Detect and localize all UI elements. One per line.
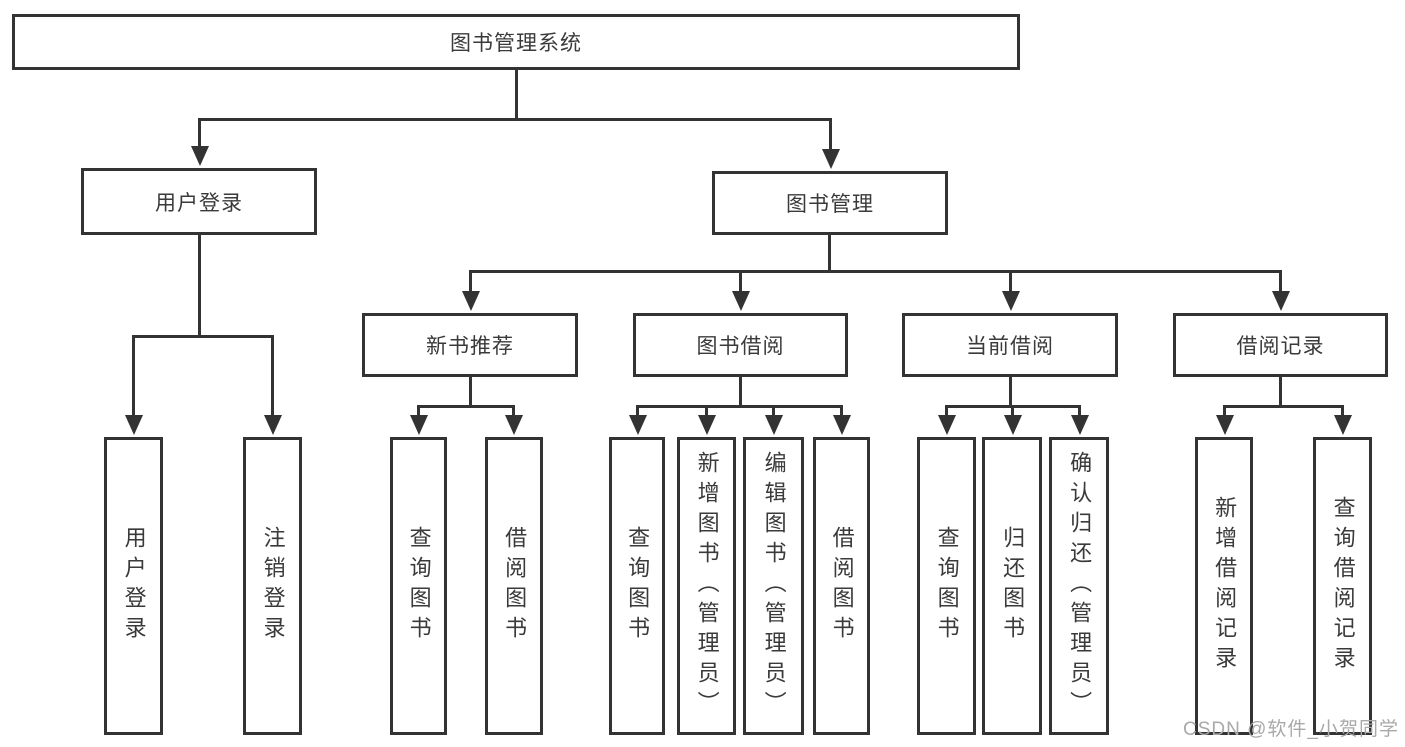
- leaf-query-books-recommend-label: 查询图书: [406, 526, 432, 646]
- arrow-down-icon: [132, 335, 135, 415]
- node-current-borrow: 当前借阅: [902, 313, 1118, 377]
- leaf-add-borrow-record: 新增借阅记录: [1195, 437, 1253, 735]
- arrow-down-icon: [1341, 405, 1344, 415]
- connector-new-book-recommend-stem: [469, 377, 472, 405]
- leaf-confirm-return-admin: 确认归还（管理员）: [1049, 437, 1109, 735]
- leaf-edit-book-admin-label: 编辑图书（管理员）: [761, 451, 787, 721]
- leaf-query-borrow-record: 查询借阅记录: [1313, 437, 1372, 735]
- node-book-borrow-label: 图书借阅: [696, 335, 785, 358]
- leaf-user-login-label: 用户登录: [121, 526, 147, 646]
- leaf-borrow-books: 借阅图书: [813, 437, 870, 735]
- connector-book-borrow-stem: [739, 377, 742, 405]
- leaf-add-book-admin-label: 新增图书（管理员）: [694, 451, 720, 721]
- arrow-down-icon: [417, 405, 420, 415]
- leaf-query-books-recommend: 查询图书: [390, 437, 447, 735]
- connector-user-login-stem: [198, 235, 201, 335]
- connector-borrow-records-stem: [1279, 377, 1282, 405]
- connector-book-management-stem: [828, 235, 831, 270]
- leaf-borrow-books-label: 借阅图书: [829, 526, 855, 646]
- node-user-login: 用户登录: [81, 168, 317, 235]
- leaf-query-books-borrow-label: 查询图书: [625, 526, 651, 646]
- leaf-logout-label: 注销登录: [260, 526, 286, 646]
- node-borrow-records-label: 借阅记录: [1236, 335, 1325, 358]
- arrow-down-icon: [739, 270, 742, 291]
- arrow-down-icon: [840, 405, 843, 415]
- leaf-return-book-label: 归还图书: [1000, 526, 1026, 646]
- arrow-down-icon: [469, 270, 472, 291]
- connector-root-stem: [515, 70, 518, 118]
- connector-user-login-bar: [132, 335, 273, 338]
- leaf-add-borrow-record-label: 新增借阅记录: [1212, 496, 1238, 676]
- connector-book-management-bar: [469, 270, 1281, 273]
- connector-current-borrow-stem: [1009, 377, 1012, 405]
- connector-borrow-records-bar: [1223, 405, 1342, 408]
- node-borrow-records: 借阅记录: [1173, 313, 1388, 377]
- node-new-book-recommend: 新书推荐: [362, 313, 578, 377]
- leaf-logout: 注销登录: [243, 437, 302, 735]
- node-root: 图书管理系统: [12, 14, 1020, 70]
- connector-root-bar: [198, 118, 832, 121]
- watermark: CSDN @软件_小贺同学: [1183, 719, 1399, 740]
- leaf-query-books-current: 查询图书: [917, 437, 976, 735]
- node-user-login-label: 用户登录: [155, 191, 243, 215]
- node-new-book-recommend-label: 新书推荐: [426, 335, 514, 358]
- connector-book-borrow-bar: [636, 405, 842, 408]
- node-root-label: 图书管理系统: [450, 32, 582, 55]
- leaf-borrow-books-recommend-label: 借阅图书: [502, 526, 528, 646]
- leaf-query-borrow-record-label: 查询借阅记录: [1330, 496, 1356, 676]
- arrow-down-icon: [772, 405, 775, 415]
- connector-new-book-recommend-bar: [417, 405, 514, 408]
- arrow-down-icon: [1223, 405, 1226, 415]
- arrow-down-icon: [1279, 270, 1282, 291]
- node-book-management-label: 图书管理: [786, 193, 874, 216]
- node-book-management: 图书管理: [712, 171, 948, 235]
- arrow-down-icon: [705, 405, 708, 415]
- leaf-borrow-books-recommend: 借阅图书: [485, 437, 543, 735]
- leaf-add-book-admin: 新增图书（管理员）: [677, 437, 736, 735]
- leaf-query-books-borrow: 查询图书: [609, 437, 665, 735]
- arrow-down-icon: [271, 335, 274, 415]
- arrow-down-icon: [636, 405, 639, 415]
- node-book-borrow: 图书借阅: [633, 313, 848, 377]
- arrow-down-icon: [829, 118, 832, 149]
- arrow-down-icon: [198, 118, 201, 146]
- leaf-return-book: 归还图书: [982, 437, 1042, 735]
- arrow-down-icon: [1011, 405, 1014, 415]
- leaf-confirm-return-admin-label: 确认归还（管理员）: [1067, 451, 1093, 721]
- leaf-query-books-current-label: 查询图书: [934, 526, 960, 646]
- leaf-user-login: 用户登录: [104, 437, 163, 735]
- arrow-down-icon: [1078, 405, 1081, 415]
- arrow-down-icon: [1009, 270, 1012, 291]
- arrow-down-icon: [512, 405, 515, 415]
- node-current-borrow-label: 当前借阅: [966, 335, 1054, 358]
- arrow-down-icon: [945, 405, 948, 415]
- leaf-edit-book-admin: 编辑图书（管理员）: [743, 437, 804, 735]
